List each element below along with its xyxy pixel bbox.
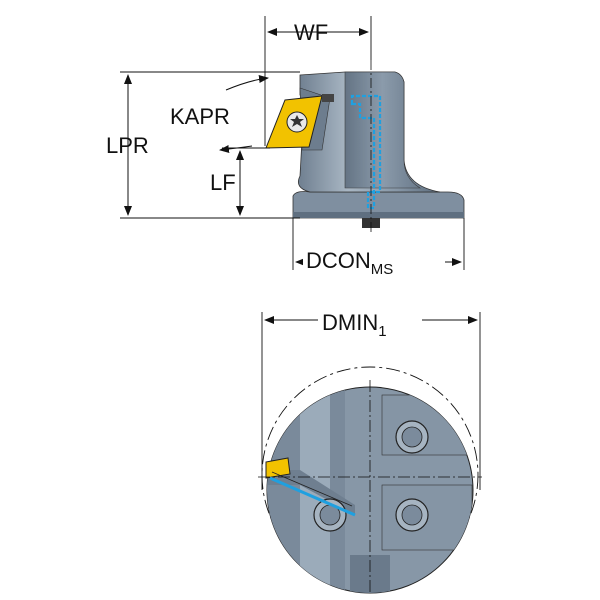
- flange: [292, 191, 465, 219]
- clamp-pin: [322, 94, 334, 102]
- clamp-block: [344, 71, 422, 189]
- kapr-arc: [225, 75, 269, 91]
- end-view-insert: [265, 457, 291, 479]
- end-view-coolant: [269, 476, 356, 517]
- lf-label: LF: [210, 170, 236, 195]
- flange-lower: [293, 212, 464, 218]
- side-view: WF KAPR LPR LF DCONMS: [106, 16, 465, 278]
- kapr-label: KAPR: [170, 104, 230, 129]
- torx-icon: [290, 115, 304, 127]
- dmin-label: DMIN1: [322, 310, 387, 340]
- dcon-label: DCONMS: [306, 248, 393, 278]
- lpr-label: LPR: [106, 133, 149, 158]
- bolt-hole-icons: [313, 420, 429, 532]
- wf-label: WF: [294, 20, 328, 45]
- end-view: DMIN1: [258, 306, 482, 594]
